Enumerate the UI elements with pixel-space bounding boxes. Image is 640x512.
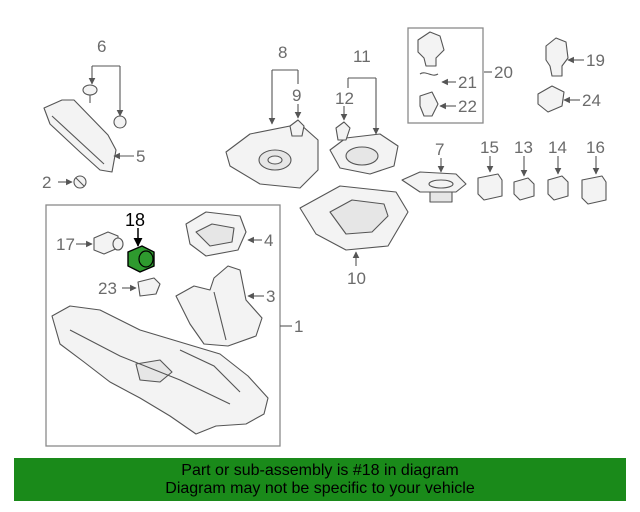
part-6-clips[interactable] (82, 65, 127, 129)
callout-15: 15 (480, 138, 499, 157)
part-24-insert[interactable] (537, 85, 565, 113)
callout-3: 3 (266, 287, 275, 306)
part-9-clip[interactable] (289, 119, 305, 137)
part-1-center-console[interactable] (51, 305, 269, 435)
callout-9: 9 (292, 86, 301, 105)
callout-8: 8 (278, 43, 287, 62)
part-3-armrest-bracket[interactable] (175, 265, 263, 347)
callout-24: 24 (582, 91, 601, 110)
callout-13: 13 (514, 138, 533, 157)
part-17-socket[interactable] (93, 231, 124, 255)
part-7-cup-holder[interactable] (401, 171, 467, 203)
part-13-switch[interactable] (513, 177, 535, 201)
part-10-shift-panel[interactable] (299, 185, 409, 251)
part-11-bezel[interactable] (329, 121, 399, 175)
callout-22: 22 (458, 97, 477, 116)
banner-line-1: Part or sub-assembly is #18 in diagram (181, 462, 459, 479)
callout-23: 23 (98, 279, 117, 298)
banner-line-2: Diagram may not be specific to your vehi… (165, 480, 475, 497)
part-18-highlighted[interactable] (127, 245, 155, 273)
callout-4: 4 (264, 231, 273, 250)
callout-16: 16 (586, 138, 605, 157)
callout-18: 18 (125, 210, 145, 230)
part-19-knob[interactable] (545, 37, 569, 77)
callout-2: 2 (42, 173, 51, 192)
callout-19: 19 (586, 51, 605, 70)
part-15-switch[interactable] (477, 173, 503, 201)
part-2-screw[interactable] (73, 175, 87, 189)
assembly-box-20 (407, 27, 484, 124)
part-5-side-trim[interactable] (43, 99, 117, 173)
callout-17: 17 (56, 235, 75, 254)
part-20-shift-knob[interactable] (417, 31, 445, 117)
part-14-switch[interactable] (547, 175, 569, 201)
callout-14: 14 (548, 138, 567, 157)
part-info-banner: Part or sub-assembly is #18 in diagram D… (14, 458, 626, 501)
part-8-boot-plate[interactable] (225, 123, 319, 189)
callout-1: 1 (294, 317, 303, 336)
callout-11: 11 (353, 47, 371, 66)
callout-12: 12 (335, 89, 354, 108)
part-23-blank[interactable] (137, 277, 161, 297)
part-4-tray[interactable] (185, 211, 247, 257)
callout-6: 6 (97, 37, 106, 56)
callout-5: 5 (136, 147, 145, 166)
callout-10: 10 (347, 269, 366, 288)
callout-7: 7 (435, 140, 444, 159)
part-16-switch[interactable] (581, 175, 607, 205)
callout-20: 20 (494, 63, 513, 82)
callout-21: 21 (458, 73, 477, 92)
